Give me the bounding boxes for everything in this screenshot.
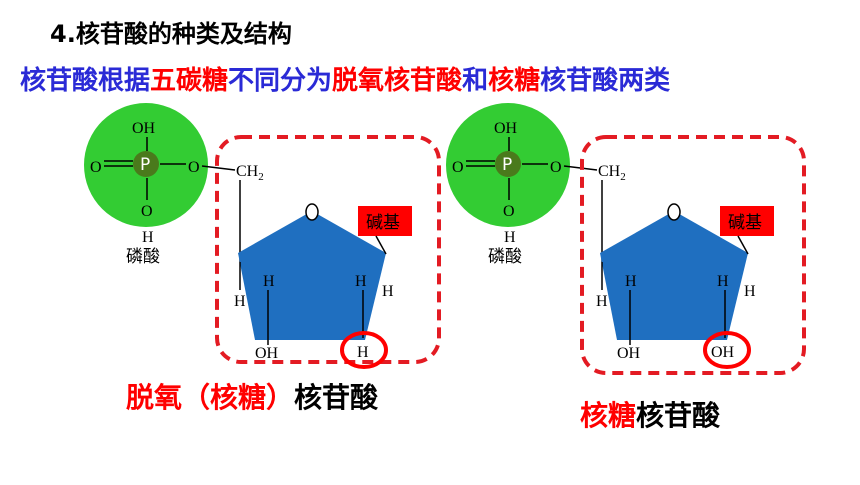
subtitle-part-3: 不同分为 (228, 66, 333, 96)
subtitle-part-4: 脱氧核苷酸 (332, 66, 463, 96)
subtitle-part-6: 核糖 (488, 66, 541, 96)
left-caption-black: 核苷酸 (294, 381, 379, 414)
right-phosphate-h: H (504, 229, 516, 246)
right-phosphate-o-bottom: O (503, 203, 515, 220)
right-phosphorus-atom (495, 151, 521, 177)
left-nucleotide: OH O P O O H 磷酸 CH2 碱基 H H OH H H H (84, 103, 441, 369)
right-c1-h: H (744, 283, 756, 300)
right-c2-highlight-circle (703, 331, 751, 369)
left-ch2-label: CH2 (236, 163, 264, 183)
right-caption-black: 核苷酸 (636, 399, 721, 432)
right-nucleoside-box (580, 135, 806, 375)
right-phosphate-o-left: O (452, 159, 464, 176)
left-nucleoside-box (215, 135, 441, 364)
right-c3-h-top: H (625, 273, 637, 290)
right-caption-red: 核糖 (580, 399, 637, 432)
subtitle-part-5: 和 (462, 66, 489, 96)
left-phosphate-label: 磷酸 (126, 247, 160, 267)
right-phosphate-oh: OH (494, 120, 518, 137)
left-c2-h-top: H (355, 273, 367, 290)
subtitle-part-7: 核苷酸两类 (540, 66, 671, 96)
right-phosphate-label: 磷酸 (488, 247, 522, 267)
left-base-box (358, 206, 412, 236)
right-base-label: 碱基 (728, 213, 762, 233)
right-c2-bottom-group: OH (711, 344, 735, 361)
subtitle: 核苷酸根据五碳糖不同分为脱氧核苷酸和核糖核苷酸两类 (20, 60, 670, 97)
right-base-box (720, 206, 774, 236)
subtitle-part-2: 五碳糖 (150, 66, 229, 96)
right-phosphate-o-right: O (550, 159, 562, 176)
left-c1-h: H (382, 283, 394, 300)
right-phosphorus-label: P (502, 155, 512, 175)
subtitle-part-1: 核苷酸根据 (20, 66, 151, 96)
left-ring-oxygen (305, 203, 319, 221)
page-title: 4.核苷酸的种类及结构 (50, 20, 292, 48)
left-c2-highlight-circle (340, 331, 388, 369)
right-ch2-label: CH2 (598, 163, 626, 183)
left-phosphate-h: H (142, 229, 154, 246)
right-c4-h: H (596, 293, 608, 310)
left-phosphorus-label: P (140, 155, 150, 175)
right-caption: 核糖核苷酸 (580, 394, 720, 434)
left-phosphate-o-left: O (90, 159, 102, 176)
right-c2-h-top: H (717, 273, 729, 290)
left-base-label: 碱基 (366, 213, 400, 233)
left-caption-red: 脱氧（核糖） (126, 381, 295, 414)
left-phosphate-o-bottom: O (141, 203, 153, 220)
left-phosphorus-atom (133, 151, 159, 177)
right-ring-oxygen (667, 203, 681, 221)
left-c3-oh: OH (255, 345, 279, 362)
left-caption: 脱氧（核糖）核苷酸 (126, 376, 378, 416)
left-c3-h-top: H (263, 273, 275, 290)
left-sugar-pentagon (238, 211, 386, 340)
left-phosphate-oh: OH (132, 120, 156, 137)
left-c2-bottom-group: H (357, 344, 369, 361)
right-sugar-pentagon (600, 211, 748, 340)
left-c4-h: H (234, 293, 246, 310)
right-c3-oh: OH (617, 345, 641, 362)
right-nucleotide: OH O P O O H 磷酸 CH2 碱基 H H OH H H OH (446, 103, 806, 375)
left-phosphate-o-right: O (188, 159, 200, 176)
